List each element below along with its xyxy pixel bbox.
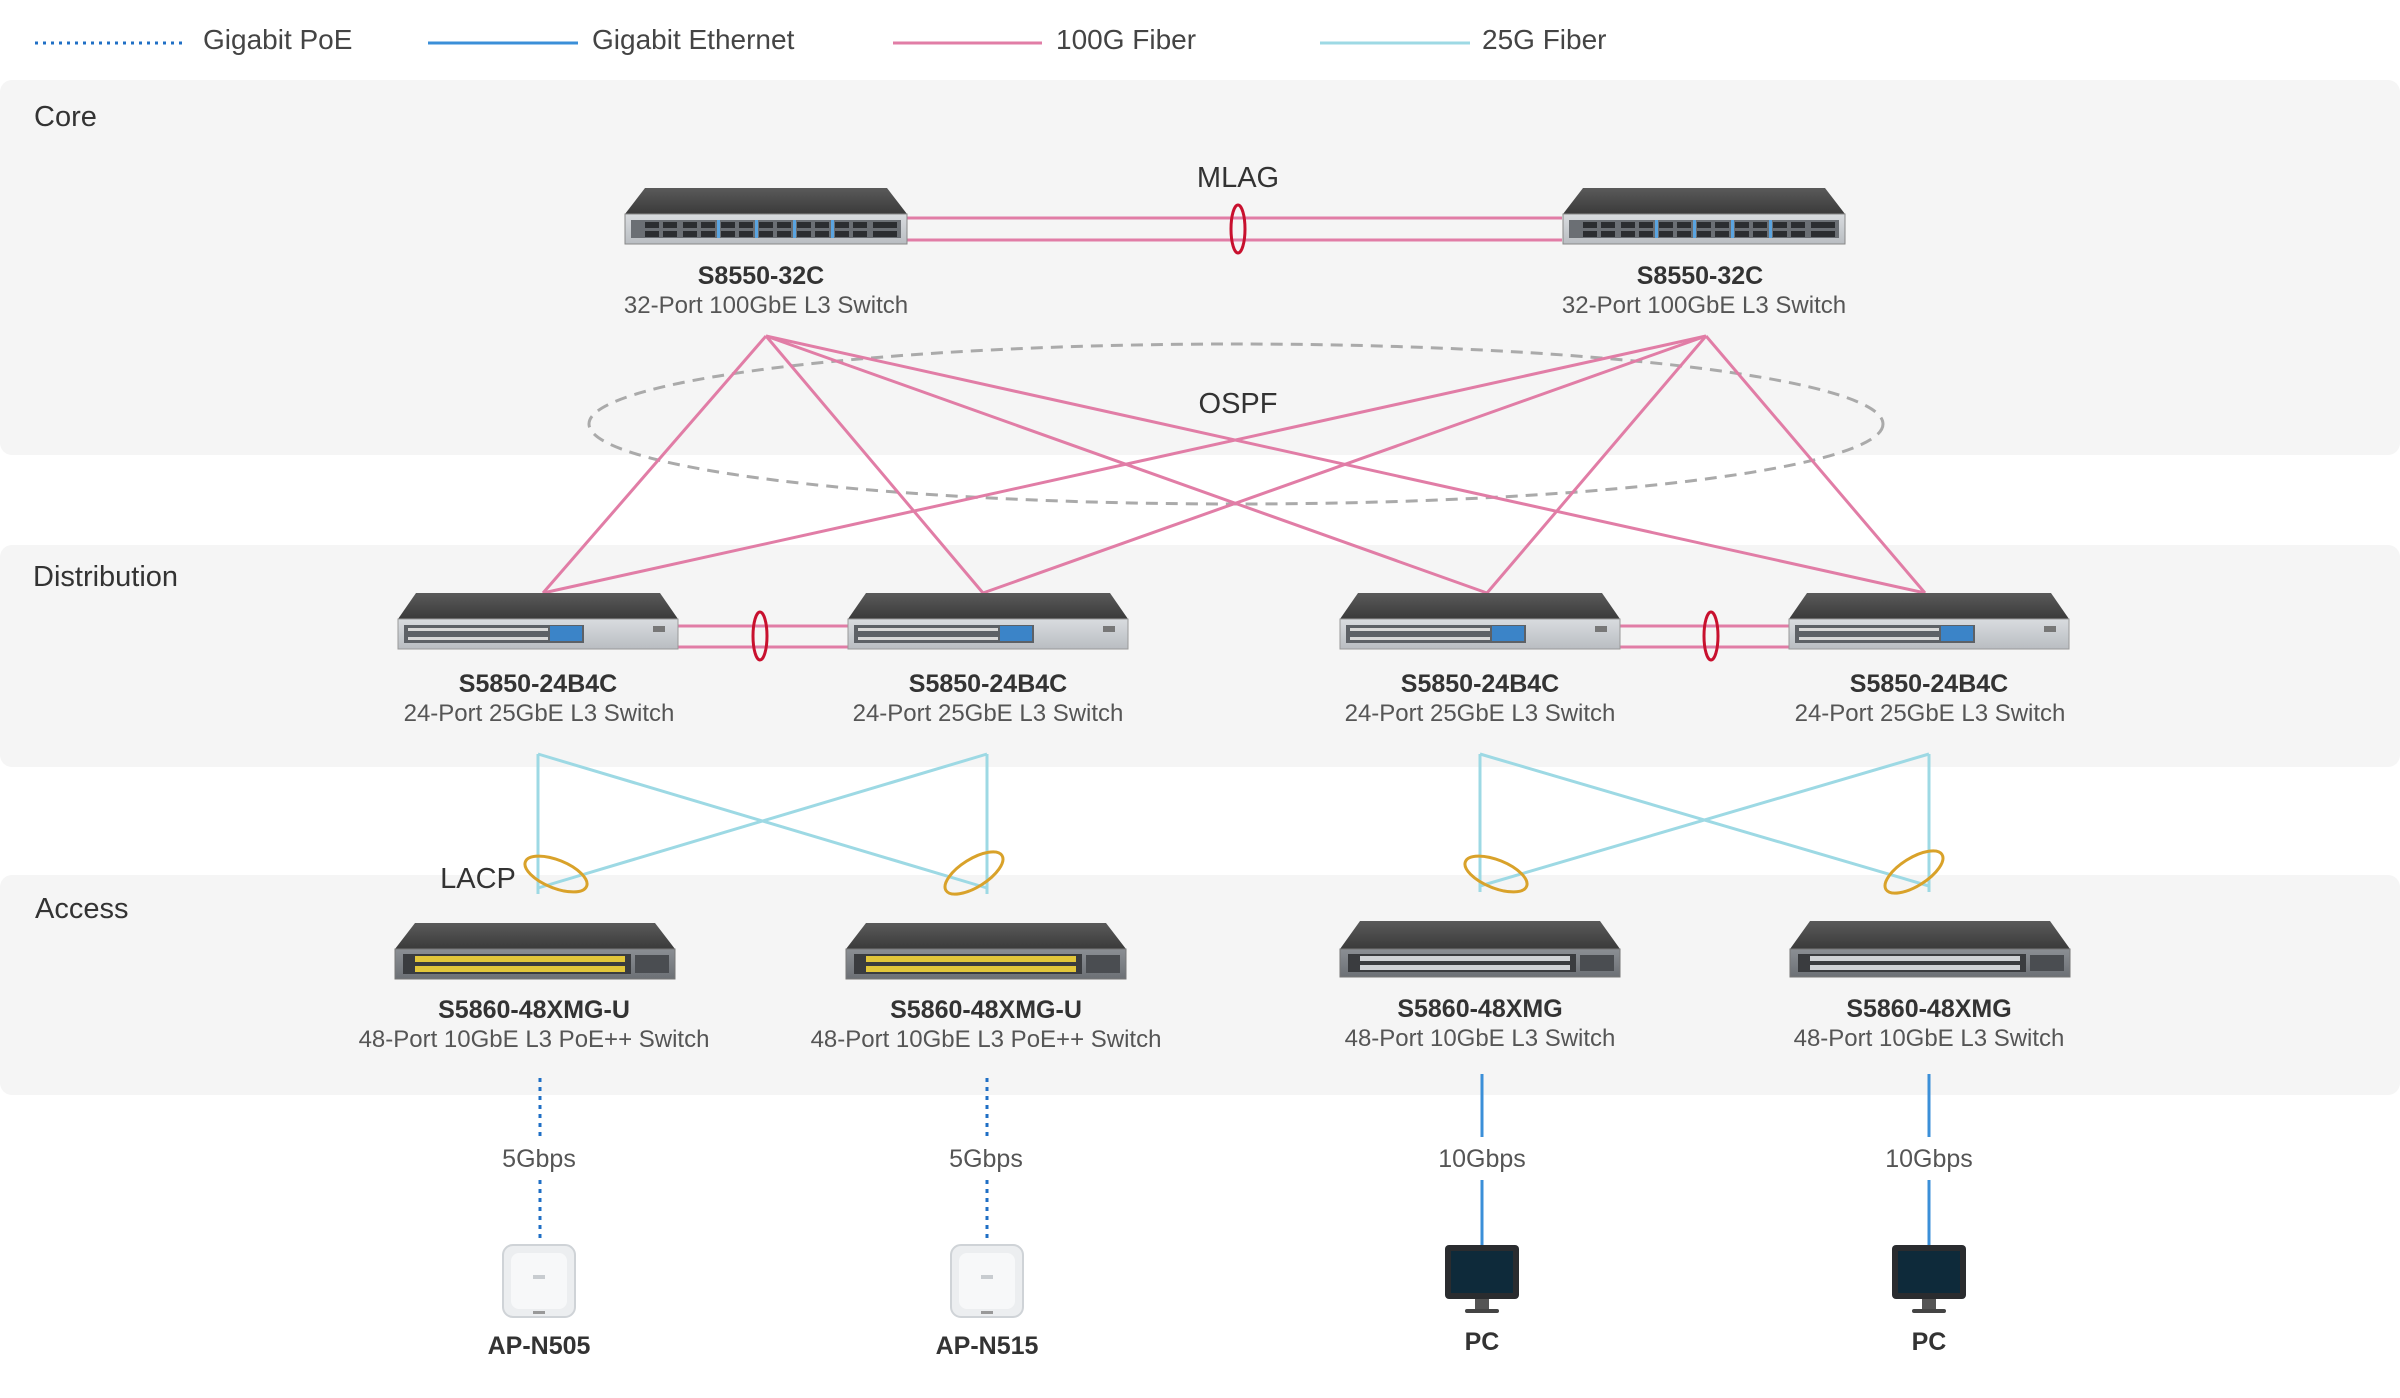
access-switch-4-desc: 48-Port 10GbE L3 Switch <box>1793 1025 2065 1052</box>
distribution-switch-2-desc: 24-Port 25GbE L3 Switch <box>852 700 1124 727</box>
access-band <box>0 875 2400 1095</box>
access-switch-3[interactable] <box>1339 920 1621 978</box>
legend-label-25g-fiber: 25G Fiber <box>1482 24 1607 55</box>
link-speed-label: 5Gbps <box>502 1145 576 1173</box>
access-switch-4-model: S5860-48XMG <box>1846 995 2012 1023</box>
access-switch-2[interactable] <box>845 922 1127 980</box>
distribution-switch-4-model: S5850-24B4C <box>1849 670 2009 698</box>
distribution-band <box>0 545 2400 767</box>
band-label-distribution: Distribution <box>33 561 179 593</box>
access-point-icon[interactable] <box>950 1244 1024 1318</box>
distribution-switch-4-desc: 24-Port 25GbE L3 Switch <box>1794 700 2066 727</box>
band-label-access: Access <box>35 893 129 925</box>
distribution-switch-3-desc: 24-Port 25GbE L3 Switch <box>1344 700 1616 727</box>
core-switch-1-model: S8550-32C <box>697 262 825 290</box>
access-point-icon[interactable] <box>502 1244 576 1318</box>
core-switch-1[interactable] <box>624 187 908 245</box>
core-switch-2[interactable] <box>1562 187 1846 245</box>
access-switch-1[interactable] <box>394 922 676 980</box>
core-distribution-links <box>541 334 1927 595</box>
endpoint-label-pc: PC <box>1464 1328 1500 1356</box>
distribution-switch-3[interactable] <box>1339 592 1621 650</box>
endpoint-label-ap-n515: AP-N515 <box>935 1332 1039 1360</box>
distribution-switch-4[interactable] <box>1788 592 2070 650</box>
distribution-switch-2[interactable] <box>847 592 1129 650</box>
legend-label-gigabit-poe: Gigabit PoE <box>203 24 353 55</box>
legend-label-100g-fiber: 100G Fiber <box>1056 24 1197 55</box>
legend-label-gigabit-ethernet: Gigabit Ethernet <box>592 24 795 55</box>
distribution-switch-1-model: S5850-24B4C <box>458 670 618 698</box>
access-switch-2-desc: 48-Port 10GbE L3 PoE++ Switch <box>810 1026 1162 1053</box>
access-switch-3-desc: 48-Port 10GbE L3 Switch <box>1344 1025 1616 1052</box>
link-speed-label: 5Gbps <box>949 1145 1023 1173</box>
core-switch-2-model: S8550-32C <box>1636 262 1764 290</box>
lacp-rings <box>523 849 1945 896</box>
endpoint-label-ap-n505: AP-N505 <box>487 1332 591 1360</box>
endpoint-links <box>538 1074 1931 1246</box>
mlag-distribution-ring-right <box>1702 610 1720 662</box>
access-switch-1-desc: 48-Port 10GbE L3 PoE++ Switch <box>358 1026 710 1053</box>
pc-monitor-icon[interactable] <box>1445 1245 1519 1313</box>
pc-monitor-icon[interactable] <box>1892 1245 1966 1313</box>
protocol-label-lacp: LACP <box>440 863 516 895</box>
endpoint-label-pc: PC <box>1911 1328 1947 1356</box>
link-speed-label: 10Gbps <box>1885 1145 1973 1173</box>
mlag-core-link <box>905 216 1562 242</box>
protocol-label-mlag: MLAG <box>1196 162 1280 194</box>
access-switch-2-model: S5860-48XMG-U <box>890 996 1082 1024</box>
distribution-switch-3-model: S5850-24B4C <box>1400 670 1560 698</box>
core-band <box>0 80 2400 455</box>
link-speed-label: 10Gbps <box>1438 1145 1526 1173</box>
distribution-switch-2-model: S5850-24B4C <box>908 670 1068 698</box>
mlag-core-ring <box>1229 203 1247 255</box>
protocol-label-ospf: OSPF <box>1198 388 1278 420</box>
access-switch-3-model: S5860-48XMG <box>1397 995 1563 1023</box>
core-switch-1-desc: 32-Port 100GbE L3 Switch <box>623 292 909 319</box>
mlag-distribution-ring-left <box>751 610 769 662</box>
distribution-switch-1[interactable] <box>397 592 679 650</box>
band-label-core: Core <box>34 101 97 133</box>
access-switch-4[interactable] <box>1789 920 2071 978</box>
access-switch-1-model: S5860-48XMG-U <box>438 996 630 1024</box>
distribution-switch-1-desc: 24-Port 25GbE L3 Switch <box>403 700 675 727</box>
distribution-access-links <box>536 752 1931 894</box>
core-switch-2-desc: 32-Port 100GbE L3 Switch <box>1561 292 1847 319</box>
